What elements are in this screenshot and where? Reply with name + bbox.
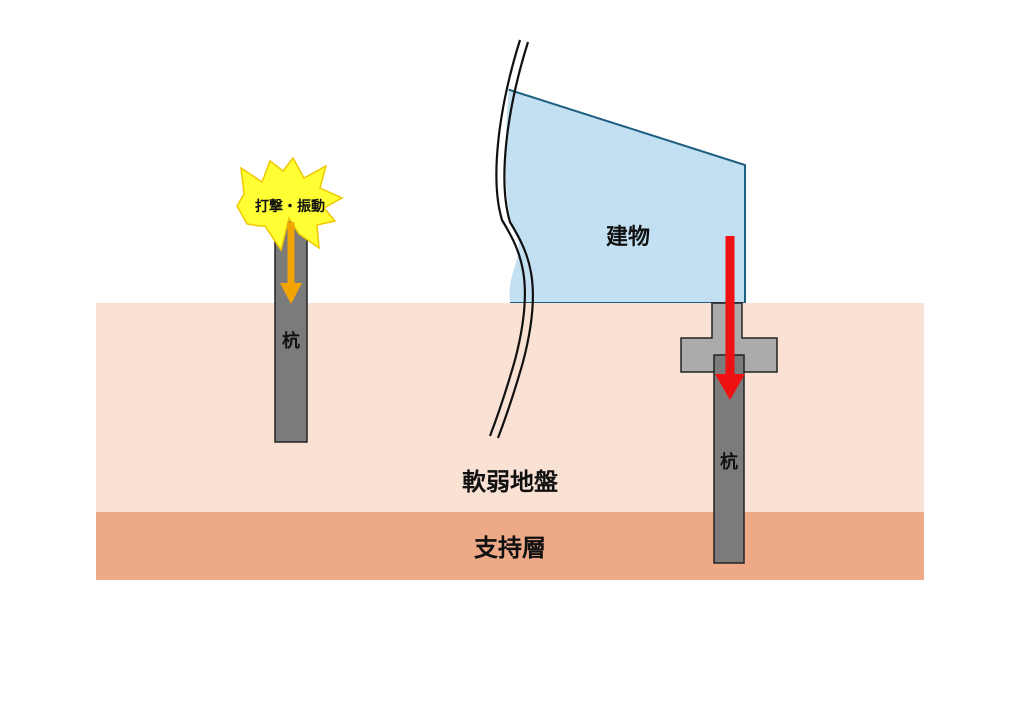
starburst-icon bbox=[236, 156, 344, 252]
pile-right bbox=[713, 354, 745, 564]
break-line-inner bbox=[496, 41, 534, 439]
break-line-outer bbox=[488, 39, 526, 437]
building-label: 建物 bbox=[606, 224, 650, 250]
arrow-right-head bbox=[715, 374, 745, 400]
bearing-layer-label: 支持層 bbox=[474, 534, 546, 562]
arrow-left-head bbox=[280, 283, 302, 304]
impact-label: 打撃・振動 bbox=[255, 198, 325, 215]
pile-left-label: 杭 bbox=[282, 330, 300, 352]
bearing-layer bbox=[96, 512, 924, 580]
soft-ground-label: 軟弱地盤 bbox=[462, 468, 559, 496]
pile-right-label: 杭 bbox=[720, 451, 738, 473]
building-shape bbox=[505, 53, 746, 303]
